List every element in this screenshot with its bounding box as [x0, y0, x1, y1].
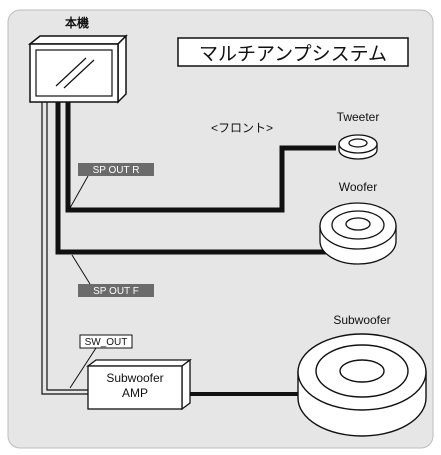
- cable-rear: [65, 102, 336, 213]
- head-unit-label: 本機: [65, 15, 89, 30]
- subwoofer-label: Subwoofer: [333, 313, 390, 327]
- sp-out-f-pointer: [71, 254, 91, 285]
- subwoofer-icon: [297, 333, 427, 437]
- sw-out-pointer: [69, 347, 97, 389]
- front-label: <フロント>: [211, 121, 273, 135]
- tweeter-label: Tweeter: [337, 110, 380, 124]
- sw-out-label: SW_OUT: [85, 337, 128, 348]
- cable-front: [55, 102, 330, 255]
- amp-label-line1: Subwoofer: [106, 371, 163, 385]
- sp-out-f-label: SP OUT F: [93, 286, 139, 297]
- sp-out-r-tag: [78, 163, 154, 176]
- sp-out-r-pointer: [69, 175, 89, 209]
- subwoofer-amp-icon: [86, 358, 192, 411]
- title-box: [177, 37, 409, 67]
- speaker-cables: [55, 102, 336, 255]
- subwoofer-signal-cable: [41, 102, 88, 395]
- woofer-icon: [319, 202, 397, 265]
- tweeter-icon: [338, 134, 378, 160]
- amp-label-line2: AMP: [122, 386, 148, 400]
- page-title: マルチアンプシステム: [199, 43, 387, 65]
- head-unit-icon: [27, 34, 128, 104]
- sp-out-f-tag: [78, 284, 154, 297]
- sw-out-tag: [79, 334, 133, 349]
- sp-out-r-label: SP OUT R: [93, 165, 140, 176]
- woofer-label: Woofer: [339, 180, 377, 194]
